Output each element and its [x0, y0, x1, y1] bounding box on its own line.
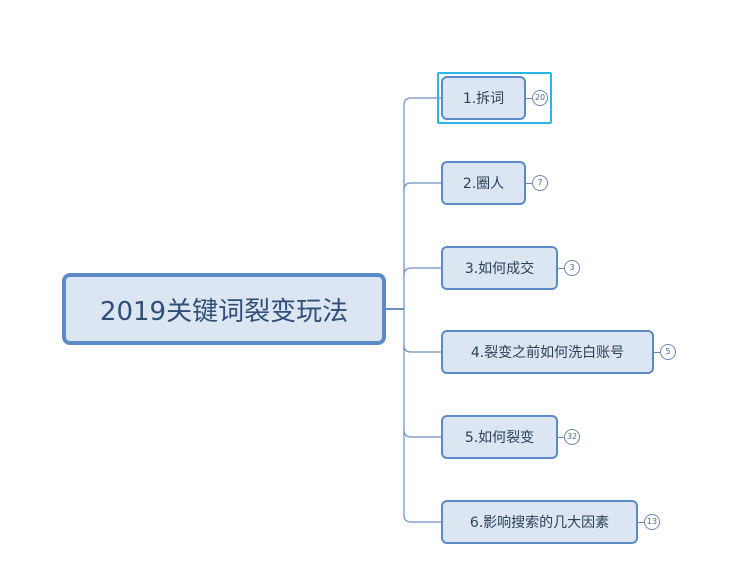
collapsed-count-badge[interactable]: 7	[532, 175, 548, 191]
topic-6[interactable]: 6.影响搜索的几大因素	[441, 500, 638, 544]
collapsed-count-badge[interactable]: 5	[660, 344, 676, 360]
collapsed-count-badge[interactable]: 3	[564, 260, 580, 276]
topic-label: 4.裂变之前如何洗白账号	[470, 345, 625, 361]
badge-connector	[558, 437, 564, 438]
topic-label: 6.影响搜索的几大因素	[469, 515, 610, 531]
badge-connector	[558, 268, 564, 269]
central-topic[interactable]: 2019关键词裂变玩法	[62, 273, 386, 345]
topic-label: 1.拆词	[462, 91, 505, 107]
topic-2[interactable]: 2.圈人	[441, 161, 526, 205]
collapsed-count-badge[interactable]: 20	[532, 90, 548, 106]
badge-connector	[638, 522, 644, 523]
badge-connector	[526, 98, 532, 99]
badge-connector	[654, 352, 660, 353]
topic-4[interactable]: 4.裂变之前如何洗白账号	[441, 330, 654, 374]
topic-5[interactable]: 5.如何裂变	[441, 415, 558, 459]
topic-label: 3.如何成交	[464, 261, 535, 277]
central-topic-label: 2019关键词裂变玩法	[99, 296, 349, 327]
badge-connector	[526, 183, 532, 184]
topic-label: 5.如何裂变	[464, 430, 535, 446]
selection-frame	[437, 72, 552, 124]
topic-3[interactable]: 3.如何成交	[441, 246, 558, 290]
collapsed-count-badge[interactable]: 13	[644, 514, 660, 530]
topic-1[interactable]: 1.拆词	[441, 76, 526, 120]
topic-label: 2.圈人	[462, 176, 505, 192]
collapsed-count-badge[interactable]: 32	[564, 429, 580, 445]
